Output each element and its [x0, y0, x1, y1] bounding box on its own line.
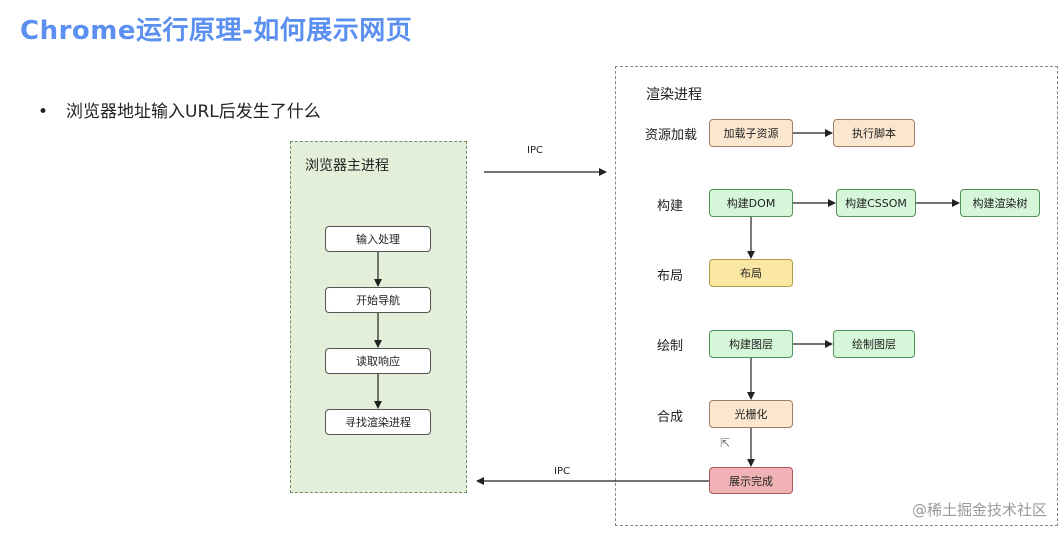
- row-label-resource: 资源加载: [645, 128, 698, 143]
- browser-process-panel: 浏览器主进程: [290, 141, 467, 493]
- box-build-dom: 构建DOM: [709, 189, 793, 217]
- bullet-text: 浏览器地址输入URL后发生了什么: [66, 102, 321, 122]
- row-label-build: 构建: [657, 199, 684, 214]
- box-build-cssom: 构建CSSOM: [836, 189, 916, 217]
- slide-title: Chrome运行原理-如何展示网页: [20, 16, 413, 46]
- row-label-composite: 合成: [657, 410, 684, 425]
- step-find-renderer: 寻找渲染进程: [325, 409, 431, 435]
- bullet-item: • 浏览器地址输入URL后发生了什么: [38, 97, 321, 122]
- render-process-title: 渲染进程: [646, 87, 702, 103]
- bullet-dot-icon: •: [38, 102, 49, 122]
- step-input-handling: 输入处理: [325, 226, 431, 252]
- box-build-render-tree: 构建渲染树: [960, 189, 1040, 217]
- watermark: @稀土掘金技术社区: [911, 501, 1047, 519]
- box-display-complete: 展示完成: [709, 467, 793, 494]
- row-label-paint: 绘制: [657, 339, 684, 354]
- step-read-response: 读取响应: [325, 348, 431, 374]
- box-layout: 布局: [709, 259, 793, 287]
- box-load-subresources: 加载子资源: [709, 119, 793, 147]
- ipc-label-top: IPC: [527, 145, 543, 156]
- step-start-navigation: 开始导航: [325, 287, 431, 313]
- box-paint-layers: 绘制图层: [833, 330, 915, 358]
- row-label-layout: 布局: [657, 269, 684, 284]
- box-execute-script: 执行脚本: [833, 119, 915, 147]
- mouse-cursor-icon: ⇱: [720, 436, 731, 450]
- box-build-layers: 构建图层: [709, 330, 793, 358]
- browser-process-title: 浏览器主进程: [305, 158, 389, 174]
- box-rasterize: 光栅化: [709, 400, 793, 428]
- ipc-label-bottom: IPC: [554, 466, 570, 477]
